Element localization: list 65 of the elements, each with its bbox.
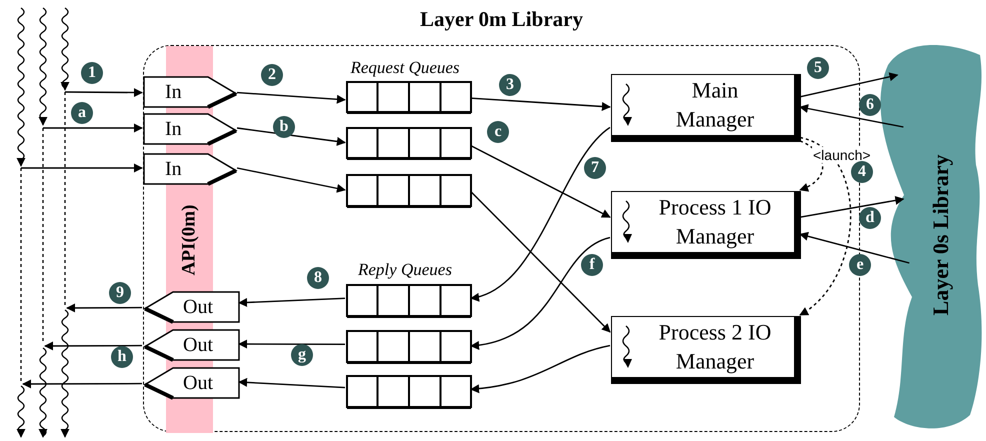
section-label: Reply Queues	[358, 260, 452, 280]
arrow	[799, 232, 910, 264]
process-box	[611, 191, 801, 259]
queue-box	[346, 81, 472, 114]
callout-number: 5	[807, 57, 829, 79]
callout-number: 2	[261, 64, 283, 86]
node-label: Process 1 IO Manager	[658, 193, 772, 250]
process-box	[611, 316, 801, 384]
callout-number: f	[581, 254, 603, 276]
arrow	[800, 196, 904, 218]
queue-box	[346, 284, 472, 318]
node-label: API(0m)	[179, 204, 200, 275]
node-label: Layer 0m Library	[420, 8, 583, 32]
arrow	[470, 126, 610, 300]
callout-number: 7	[584, 157, 606, 179]
arrow	[470, 236, 610, 350]
node-label: Layer 0s Library	[929, 154, 954, 316]
arrow	[470, 191, 611, 333]
callout-number: e	[849, 254, 871, 276]
node-label: Out	[183, 372, 213, 394]
arrow	[65, 88, 143, 98]
arrow	[43, 124, 143, 132]
edge-label: <launch>	[812, 147, 872, 163]
callout-number: 6	[859, 94, 881, 116]
node-label: Out	[183, 296, 213, 318]
node-label: In	[165, 158, 182, 180]
arrow	[470, 145, 611, 218]
arrow	[470, 344, 610, 393]
node-label: In	[165, 118, 182, 140]
section-label: Request Queues	[350, 58, 460, 78]
arrow	[236, 127, 346, 146]
callout-number: 8	[307, 267, 329, 289]
callout-number: c	[487, 121, 509, 143]
callout-number: b	[273, 116, 295, 138]
arrow	[22, 379, 142, 388]
arrow	[800, 72, 898, 98]
arrow	[66, 303, 142, 312]
callout-number: 9	[109, 282, 131, 304]
arrow	[44, 341, 142, 350]
arrow	[238, 340, 345, 349]
node-label: Process 2 IO Manager	[658, 318, 772, 376]
queue-box	[346, 127, 472, 160]
node-label: Out	[183, 334, 213, 356]
process-box	[611, 74, 801, 142]
arrow	[236, 92, 346, 104]
queue-box	[346, 330, 472, 364]
callout-number: d	[859, 207, 881, 229]
callout-number: 1	[81, 62, 103, 84]
node-label: Main Manager	[674, 76, 756, 134]
arrow	[470, 97, 611, 111]
arrow	[238, 298, 346, 307]
callout-number: g	[291, 344, 313, 366]
arrow	[236, 167, 346, 193]
queue-box	[346, 174, 472, 208]
arrow	[21, 164, 143, 172]
arrow	[799, 140, 824, 191]
queue-box	[346, 375, 472, 409]
callout-number: a	[71, 102, 93, 124]
callout-number: h	[111, 346, 133, 368]
arrow	[238, 378, 346, 388]
node-label: In	[165, 81, 182, 103]
arrow	[799, 136, 852, 316]
callout-number: 4	[851, 161, 873, 183]
callout-number: 3	[499, 74, 521, 96]
arrow	[799, 104, 904, 128]
